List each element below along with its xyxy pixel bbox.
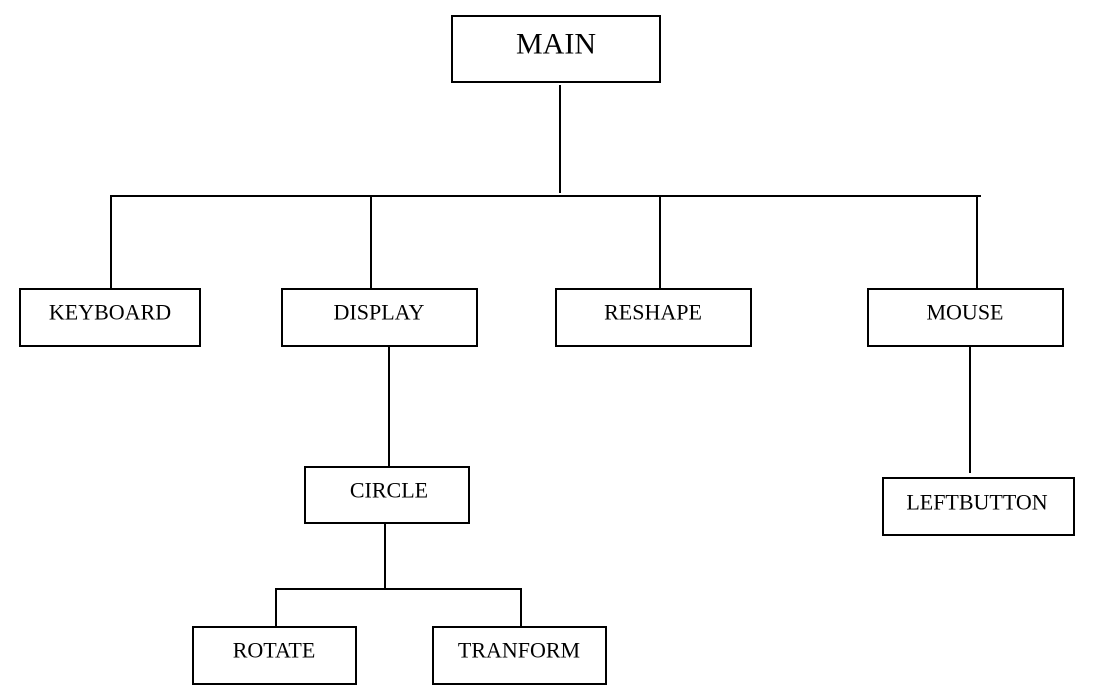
node-main-box (451, 15, 661, 83)
node-mouse-box (867, 288, 1064, 347)
node-keyboard-label: KEYBOARD (49, 300, 171, 325)
node-mouse-label: MOUSE (926, 300, 1003, 325)
node-tranform: TRANFORM (432, 626, 607, 685)
node-rotate: ROTATE (192, 626, 357, 685)
node-reshape: RESHAPE (555, 288, 752, 347)
node-main: MAIN (451, 15, 661, 83)
node-circle-label: CIRCLE (350, 478, 428, 503)
node-rotate-box (192, 626, 357, 685)
node-leftbutton: LEFTBUTTON (882, 477, 1075, 536)
node-mouse: MOUSE (867, 288, 1064, 347)
node-display-label: DISPLAY (334, 300, 425, 325)
node-main-label: MAIN (516, 28, 596, 61)
node-circle: CIRCLE (304, 466, 470, 524)
node-reshape-label: RESHAPE (604, 300, 702, 325)
node-leftbutton-box (882, 477, 1075, 536)
node-tranform-box (432, 626, 607, 685)
node-leftbutton-label: LEFTBUTTON (906, 490, 1047, 515)
node-rotate-label: ROTATE (233, 638, 316, 663)
node-display-box (281, 288, 478, 347)
node-circle-box (304, 466, 470, 524)
node-keyboard-box (19, 288, 201, 347)
node-tranform-label: TRANFORM (458, 638, 580, 663)
node-display: DISPLAY (281, 288, 478, 347)
connectors (110, 85, 981, 628)
node-reshape-box (555, 288, 752, 347)
node-keyboard: KEYBOARD (19, 288, 201, 347)
